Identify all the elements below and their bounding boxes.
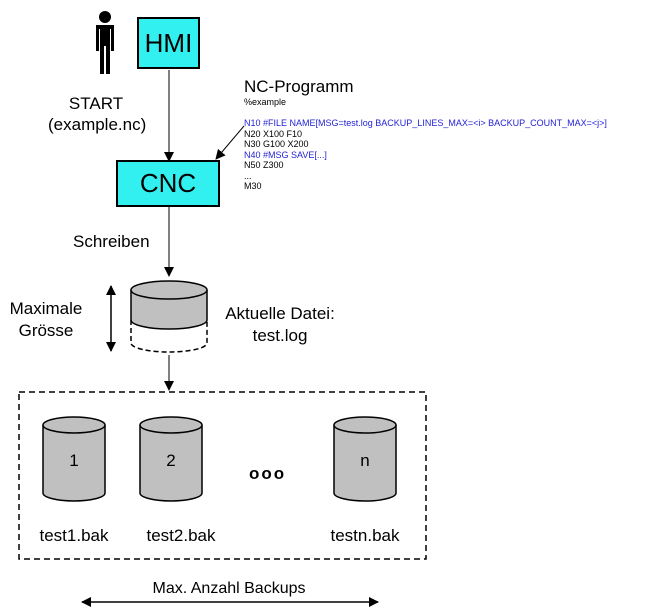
max-size-label-line1: Maximale (9, 299, 83, 318)
backup-name: test1.bak (39, 526, 109, 545)
hmi-label: HMI (144, 27, 193, 58)
backup-name: testn.bak (330, 526, 400, 545)
current-file-label: Aktuelle Datei: test.log (215, 303, 345, 347)
backup-number: n (360, 451, 370, 470)
backup-cylinder-n (333, 416, 397, 502)
code-line: %example (244, 97, 287, 107)
backup-number: 1 (69, 451, 79, 470)
start-label: START (example.nc) (48, 93, 147, 135)
code-line: N50 Z300 (244, 160, 284, 170)
backups-container (18, 391, 427, 560)
arrow-program-to-cnc (215, 125, 245, 160)
cnc-box: CNC (116, 160, 220, 207)
cnc-label: CNC (139, 168, 197, 198)
backup-cylinder-1 (42, 416, 106, 502)
max-backups-label: Max. Anzahl Backups (152, 580, 306, 597)
backup-cylinder-2 (139, 416, 203, 502)
current-file-label-line1: Aktuelle Datei: (225, 304, 335, 323)
current-file-label-line2: test.log (252, 326, 308, 345)
nc-program-code: %example N10 #FILE NAME[MSG=test.log BAC… (244, 97, 663, 192)
start-label-line1: START (68, 94, 124, 113)
code-line-highlight: N40 #MSG SAVE[...] (244, 149, 327, 160)
max-size-label-line2: Grösse (18, 321, 74, 340)
log-file-cylinder (130, 280, 208, 353)
nc-program-title: NC-Programm (244, 77, 354, 96)
code-line: N30 G100 X200 (244, 139, 309, 149)
person-icon (96, 11, 114, 74)
code-line: ... (244, 170, 252, 181)
hmi-box: HMI (137, 17, 200, 69)
code-line: N20 X100 F10 (244, 128, 303, 139)
backup-name: test2.bak (146, 526, 216, 545)
backup-number: 2 (166, 451, 176, 470)
max-size-label: Maximale Grösse (2, 298, 90, 342)
code-line-highlight: N10 #FILE NAME[MSG=test.log BACKUP_LINES… (244, 118, 607, 128)
start-label-line2: (example.nc) (48, 115, 147, 134)
code-line (244, 108, 663, 119)
code-line: M30 (244, 181, 262, 191)
ellipsis-dots: ooo (249, 464, 287, 483)
write-label: Schreiben (73, 232, 150, 251)
